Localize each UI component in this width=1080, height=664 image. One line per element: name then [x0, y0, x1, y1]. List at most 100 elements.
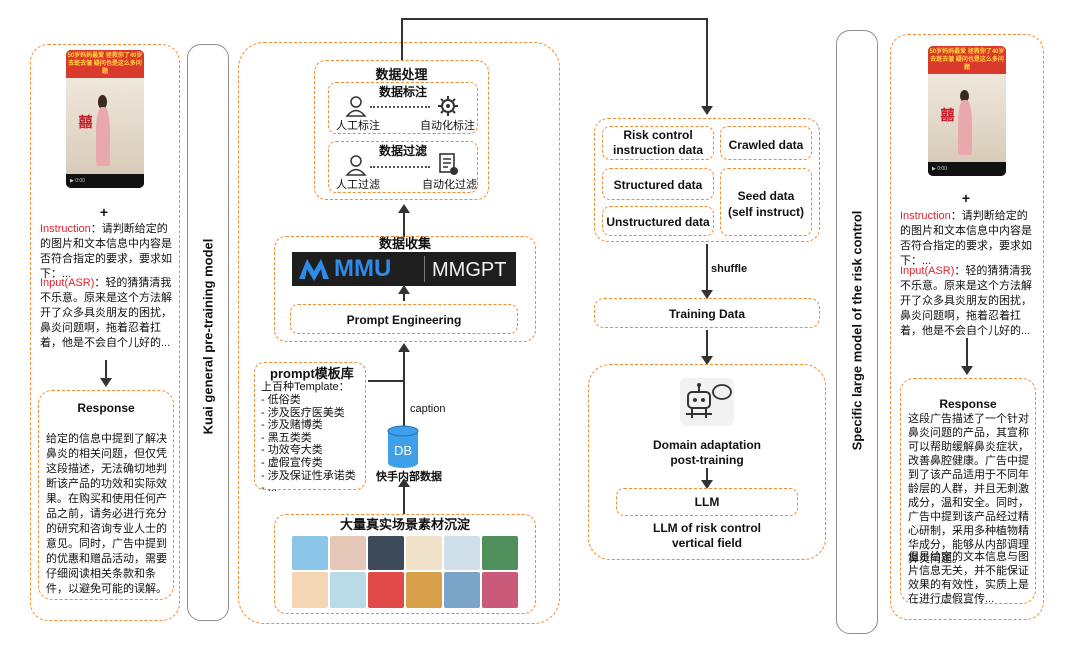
llm-box: [616, 488, 798, 516]
kuai-general-pretraining-label: Kuai general pre-training model: [200, 238, 216, 434]
instruction-block-right: Instruction：请判断给定的的图片和文本信息中内容是否符合指定的要求，要…: [900, 209, 1038, 269]
arrow-down-icon: [701, 106, 713, 115]
arrow-up-icon: [398, 343, 410, 352]
arrow-down-icon: [701, 480, 713, 489]
list-item: - 涉及赌博类: [261, 419, 323, 432]
caption-label: caption: [410, 403, 446, 415]
list-item: - 黑五类类: [261, 431, 312, 444]
response-text-left: 给定的信息中提到了解决鼻炎的相关问题，但仅凭这段描述，无法确切地判断该产品的功效…: [46, 433, 167, 595]
input-text: ：轻的猜猜清我不乐意。原来是这个方法解开了众多具炎朋友的困扰，鼻炎问题啊，拖着忍…: [40, 277, 172, 349]
response-text-right-1: 这段广告描述了一个针对鼻炎问题的产品，其宣称可以帮助缓解鼻炎症状，改善鼻腔健康。…: [908, 413, 1029, 565]
filter-box: [328, 141, 478, 193]
kuai-label-pane: [187, 44, 229, 621]
instruction-label: Instruction: [40, 223, 91, 235]
response-title-right: Response: [939, 397, 997, 411]
annotation-box: [328, 82, 478, 134]
input-block-right: Input(ASR)：轻的猜猜清我不乐意。原来是这个方法解开了众多具炎朋友的困扰…: [900, 264, 1038, 339]
list-item: - 涉及保证性承诺类: [261, 469, 356, 482]
arrow-up-icon: [398, 204, 410, 213]
data-collection-title: 数据收集: [378, 236, 431, 251]
gear-automation-icon: [438, 96, 458, 116]
robot-chat-icon: [680, 378, 734, 426]
list-item: - 功效夸大类: [261, 444, 323, 457]
person-icon: [345, 155, 367, 176]
data-processing-box: [314, 60, 489, 200]
arrow-down-icon: [701, 356, 713, 365]
structured-data-box: [602, 168, 714, 200]
video-banner-text: 50岁妈妈最爱 拯救你了40岁去斑去皱 疑问也是这么多问题: [928, 46, 1006, 74]
structured-data-label: Structured data: [613, 178, 703, 192]
prompt-library-subtitle: 上百种Template：: [261, 381, 350, 393]
seed-data-box: [720, 168, 812, 236]
db-label: DB: [393, 443, 413, 458]
llm-label: LLM: [694, 495, 720, 509]
document-filter-icon: [439, 153, 458, 175]
plus-sign-left: +: [99, 204, 109, 220]
data-processing-title: 数据处理: [375, 67, 428, 82]
plus-sign-right: +: [961, 190, 971, 206]
input-label: Input(ASR): [40, 277, 95, 289]
llm-training-box: [588, 364, 826, 560]
left-example-panel: [30, 44, 180, 621]
manual-filter-label: 人工过滤: [336, 179, 380, 191]
prompt-library-title: prompt模板库: [270, 366, 354, 381]
ad-video-thumbnail-left: 50岁妈妈最爱 拯救你了40岁去斑去皱 疑问也是这么多问题 囍 ▶ 0:00: [66, 50, 144, 188]
annotation-title: 数据标注: [378, 85, 427, 99]
prompt-engineering-box: [290, 304, 518, 334]
specific-label-pane: [836, 30, 878, 634]
instruction-label: Instruction: [900, 210, 951, 222]
video-banner-text: 50岁妈妈最爱 拯救你了40岁去斑去皱 疑问也是这么多问题: [66, 50, 144, 78]
pretraining-pipeline-panel: [238, 42, 560, 624]
training-data-box: [594, 298, 820, 328]
data-collection-box: [274, 236, 536, 342]
mmu-logo-icon: [299, 259, 329, 281]
arrow-down-icon: [100, 378, 112, 387]
data-sources-box: [594, 118, 820, 242]
arrow-down-icon: [701, 290, 713, 299]
list-item: - 虚假宣传类: [261, 456, 323, 469]
database-icon: [387, 425, 419, 468]
mmu-mmgpt-banner: [292, 252, 516, 286]
unstructured-data-label: Unstructured data: [606, 215, 710, 229]
input-block-left: Input(ASR)：轻的猜猜清我不乐意。原来是这个方法解开了众多具炎朋友的困扰…: [40, 276, 174, 351]
instruction-block-left: Instruction：请判断给定的的图片和文本信息中内容是否符合指定的要求，要…: [40, 222, 174, 282]
right-example-panel: [890, 34, 1044, 620]
llm-risk-control-label: LLM of risk control vertical field: [653, 521, 761, 550]
response-text-right-2: 但是给定的文本信息与图片信息无关，并不能保证效果的有效性，实质上是在进行虚假宣传…: [908, 551, 1029, 605]
manual-annotation-label: 人工标注: [336, 120, 380, 132]
instruction-text: ：请判断给定的的图片和文本信息中内容是否符合指定的要求，要求如下：...: [40, 223, 172, 280]
material-image-grid: [292, 536, 518, 608]
input-label: Input(ASR): [900, 265, 955, 277]
filter-title: 数据过滤: [378, 144, 427, 158]
risk-control-data-label: Risk control instruction data: [612, 128, 703, 157]
crawled-data-label: Crawled data: [728, 138, 804, 152]
arrow-up-icon: [398, 285, 410, 294]
ad-video-thumbnail-right: 50岁妈妈最爱 拯救你了40岁去斑去皱 疑问也是这么多问题 囍 ▶ 0:00: [928, 46, 1006, 176]
input-text: ：轻的猜猜清我不乐意。原来是这个方法解开了众多具炎朋友的困扰，鼻炎问题啊，拖着忍…: [900, 265, 1032, 337]
arrow-down-icon: [961, 366, 973, 375]
mmu-label: MMU: [334, 255, 392, 282]
risk-control-data-box: [602, 126, 714, 160]
auto-filter-label: 自动化过滤: [422, 179, 477, 191]
auto-annotation-label: 自动化标注: [420, 120, 475, 132]
list-item: - 低俗类: [261, 394, 301, 406]
scene-material-title: 大量真实场景素材沉淀: [339, 517, 470, 532]
seed-data-label: Seed data (self instruct): [727, 189, 804, 219]
response-box-right: [900, 378, 1036, 604]
scene-material-box: [274, 514, 536, 614]
response-box-left: [38, 390, 174, 600]
prompt-template-list: - 低俗类 - 涉及医疗医美类 - 涉及赌博类 - 黑五类类 - 功效夸大类 -…: [261, 394, 356, 495]
unstructured-data-box: [602, 206, 714, 236]
shuffle-label: shuffle: [711, 263, 748, 275]
internal-data-label: 快手内部数据: [376, 471, 442, 483]
arrow-up-icon: [398, 478, 410, 487]
crawled-data-box: [720, 126, 812, 160]
prompt-library-box: [254, 362, 366, 490]
mmgpt-label: MMGPT: [432, 259, 507, 281]
response-title-left: Response: [77, 401, 135, 415]
list-item: - ...: [261, 482, 277, 495]
instruction-text: ：请判断给定的的图片和文本信息中内容是否符合指定的要求，要求如下：...: [900, 210, 1032, 267]
specific-large-model-label: Specific large model of the risk control: [849, 210, 865, 450]
person-icon: [345, 96, 367, 117]
training-data-label: Training Data: [668, 307, 745, 321]
